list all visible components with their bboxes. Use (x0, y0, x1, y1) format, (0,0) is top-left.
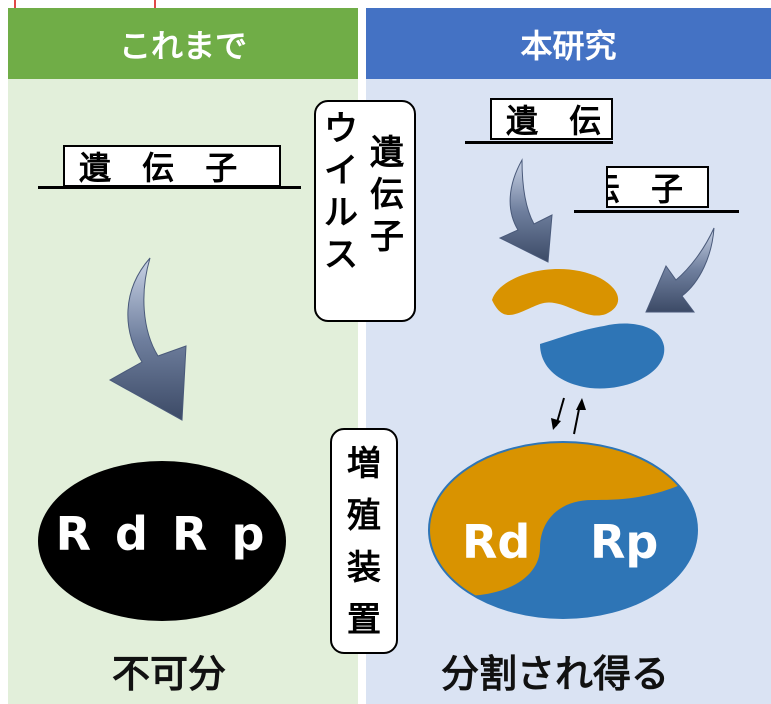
orange-half-piece (492, 269, 619, 316)
replication-column: 増 殖 装 置 (345, 438, 383, 646)
right-arrow-1 (498, 158, 553, 263)
virus-gene-box: ウ イ ル ス 遺 伝 子 (314, 100, 416, 322)
right-gene-line-2 (574, 210, 739, 213)
virus-char: ス (324, 235, 358, 275)
left-gene-text: 遺 伝 子 (79, 149, 248, 187)
gene-column: 遺 伝 子 (368, 132, 406, 258)
virus-char: イ (324, 151, 358, 191)
right-gene-box-1: 遺 伝 (490, 98, 613, 140)
right-arrow-2 (645, 227, 715, 313)
left-gene-line (38, 186, 301, 189)
left-gene-box: 遺 伝 子 (63, 145, 281, 187)
left-bottom-label: 不可分 (112, 652, 227, 696)
right-header-title: 本研究 (520, 26, 617, 65)
replication-device-box: 増 殖 装 置 (330, 428, 398, 654)
blue-half-piece (540, 323, 665, 389)
replication-char: 殖 (347, 496, 381, 536)
virus-column: ウ イ ル ス (322, 108, 360, 276)
left-down-arrow (108, 257, 187, 421)
right-gene-text-1: 遺 伝 (506, 102, 612, 140)
virus-char: ウ (324, 109, 358, 149)
left-header: これまで (8, 8, 358, 79)
gene-char: 伝 (370, 175, 404, 215)
gene-char: 遺 (370, 133, 404, 173)
right-gene-line-1 (465, 141, 613, 144)
rdrp-black-ellipse (38, 461, 286, 621)
rdrp-label: R d R p (55, 507, 269, 561)
left-header-title: これまで (118, 26, 247, 65)
right-gene-text-2: 伝 子 (608, 170, 693, 208)
rd-rp-combined-shape (429, 442, 697, 618)
replication-char: 装 (347, 548, 381, 588)
right-gene-box-2: 伝 子 (606, 166, 709, 208)
gene-char: 子 (370, 217, 404, 257)
virus-char: ル (324, 193, 358, 233)
right-bottom-label: 分割され得る (441, 652, 670, 696)
rp-label: Rp (590, 515, 659, 569)
rd-label: Rd (462, 515, 531, 569)
replication-char: 置 (347, 600, 381, 640)
replication-char: 増 (347, 444, 381, 484)
right-header: 本研究 (366, 8, 771, 79)
